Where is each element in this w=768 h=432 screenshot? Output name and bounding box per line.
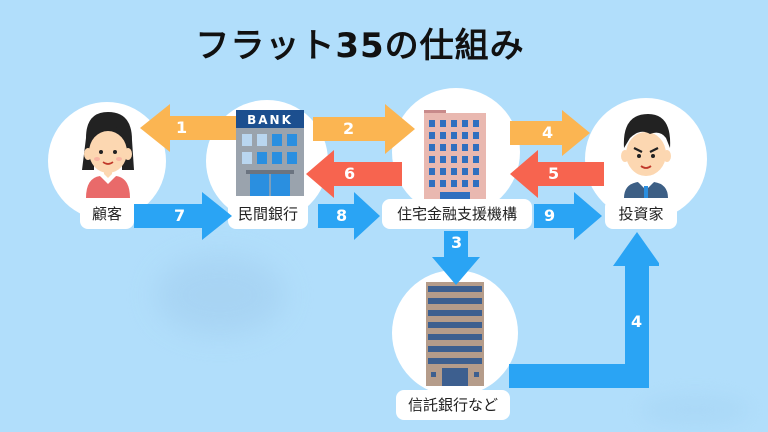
arrow-number: 8 xyxy=(336,206,348,225)
arrow-number: 6 xyxy=(344,164,356,183)
arrow-9-agency-to-investor: 9 xyxy=(534,192,602,240)
arrow-1-bank-to-customer: 1 xyxy=(140,104,236,152)
page-title: フラット35の仕組み xyxy=(195,26,525,66)
arrow-6-agency-to-bank: 6 xyxy=(306,150,402,198)
arrow-3-agency-to-trust-bank: 3 xyxy=(432,231,480,285)
arrow-number: 9 xyxy=(544,206,556,225)
bank-building-icon: BANK xyxy=(236,110,304,200)
private-bank-label: 民間銀行 xyxy=(228,199,308,229)
woman-icon xyxy=(72,108,144,202)
investor-label: 投資家 xyxy=(605,199,677,229)
arrow-number: 2 xyxy=(343,119,355,138)
office-building-icon xyxy=(424,108,486,204)
blurred-spot xyxy=(155,255,285,335)
businessman-icon xyxy=(610,108,682,202)
arrow-8-bank-to-agency: 8 xyxy=(318,192,380,240)
arrow-7-customer-to-bank: 7 xyxy=(134,192,232,240)
arrow-4-agency-to-investor: 4 xyxy=(510,110,590,156)
blurred-spot xyxy=(640,395,750,425)
tower-building-icon xyxy=(426,282,484,390)
arrow-number: 5 xyxy=(548,164,560,183)
arrow-number: 4 xyxy=(631,312,643,331)
arrow-number: 3 xyxy=(451,233,463,252)
customer-label: 顧客 xyxy=(80,199,134,229)
svg-text:BANK: BANK xyxy=(247,113,293,127)
trust-bank-label: 信託銀行など xyxy=(396,390,510,420)
arrow-2-bank-to-agency: 2 xyxy=(313,104,415,154)
arrow-number: 1 xyxy=(176,118,188,137)
arrow-4-trust-bank-to-investor: 4 xyxy=(509,232,659,388)
arrow-5-investor-to-agency: 5 xyxy=(510,150,604,198)
agency-label: 住宅金融支援機構 xyxy=(382,199,532,229)
arrow-number: 7 xyxy=(174,206,186,225)
arrow-number: 4 xyxy=(542,123,554,142)
